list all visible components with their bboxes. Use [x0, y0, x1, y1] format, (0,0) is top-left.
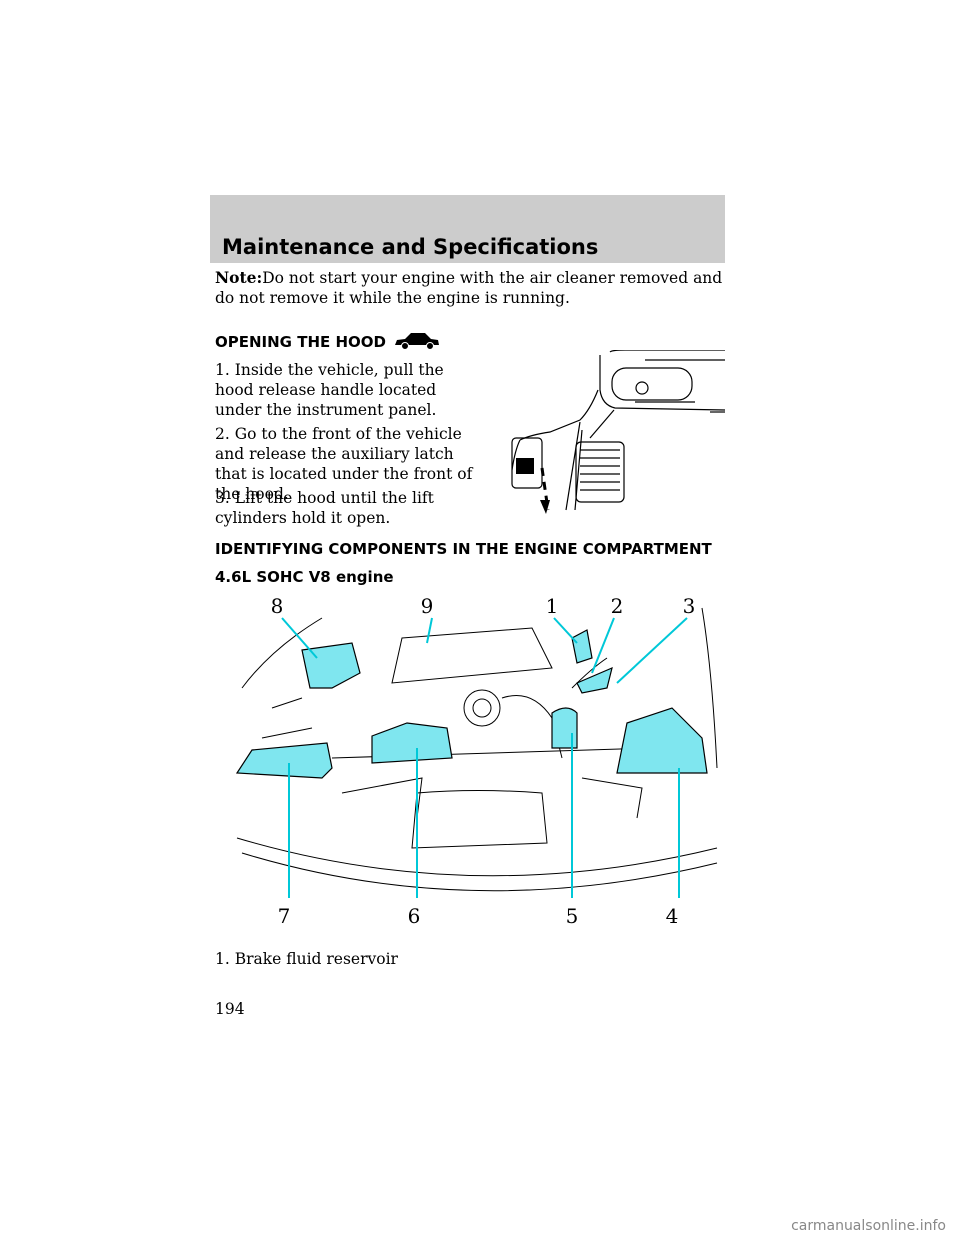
car-icon	[395, 333, 440, 350]
callout-8: 8	[271, 594, 284, 618]
engine-section-heading: IDENTIFYING COMPONENTS IN THE ENGINE COM…	[215, 540, 712, 558]
callout-line-9	[426, 617, 433, 644]
callout-9: 9	[421, 594, 434, 618]
step-1: 1. Inside the vehicle, pull the hood rel…	[215, 361, 444, 419]
component-2-3-intake	[576, 666, 613, 694]
callout-5: 5	[566, 904, 579, 928]
step-3: 3. Lift the hood until the lift cylinder…	[215, 489, 434, 527]
component-6-reservoir	[371, 722, 453, 764]
opening-hood-heading-text: OPENING THE HOOD	[215, 333, 386, 351]
callout-3: 3	[683, 594, 696, 618]
component-7-reservoir	[235, 742, 333, 779]
engine-compartment-diagram: 8 9 1 2 3 7 6 5 4	[235, 594, 718, 928]
section-header-band: Maintenance and Specifications	[210, 195, 725, 263]
callout-line-1	[553, 617, 578, 644]
section-title: Maintenance and Specifications	[222, 235, 599, 259]
callout-4: 4	[666, 904, 679, 928]
component-caption: 1. Brake fluid reservoir	[215, 950, 398, 968]
callout-2: 2	[611, 594, 624, 618]
component-8-reservoir	[301, 642, 361, 689]
page-number: 194	[215, 1000, 245, 1018]
callout-7: 7	[278, 904, 291, 928]
note-paragraph: Note:Do not start your engine with the a…	[215, 268, 725, 308]
note-label: Note:	[215, 268, 263, 287]
component-4-air-cleaner	[616, 707, 708, 774]
opening-hood-heading: OPENING THE HOOD	[215, 330, 441, 351]
hood-release-diagram	[511, 350, 725, 514]
callout-1: 1	[546, 594, 559, 618]
footer-watermark[interactable]: carmanualsonline.info	[791, 1218, 946, 1234]
step-2: 2. Go to the front of the vehicle and re…	[215, 425, 473, 503]
component-1-brake-fluid-reservoir	[571, 629, 593, 664]
callout-line-8	[281, 617, 318, 659]
engine-subheading: 4.6L SOHC V8 engine	[215, 568, 394, 586]
callout-6: 6	[408, 904, 421, 928]
callout-line-2	[591, 617, 615, 674]
component-5-reservoir	[551, 707, 578, 749]
callout-line-3	[616, 617, 688, 684]
note-text: Do not start your engine with the air cl…	[215, 269, 723, 307]
